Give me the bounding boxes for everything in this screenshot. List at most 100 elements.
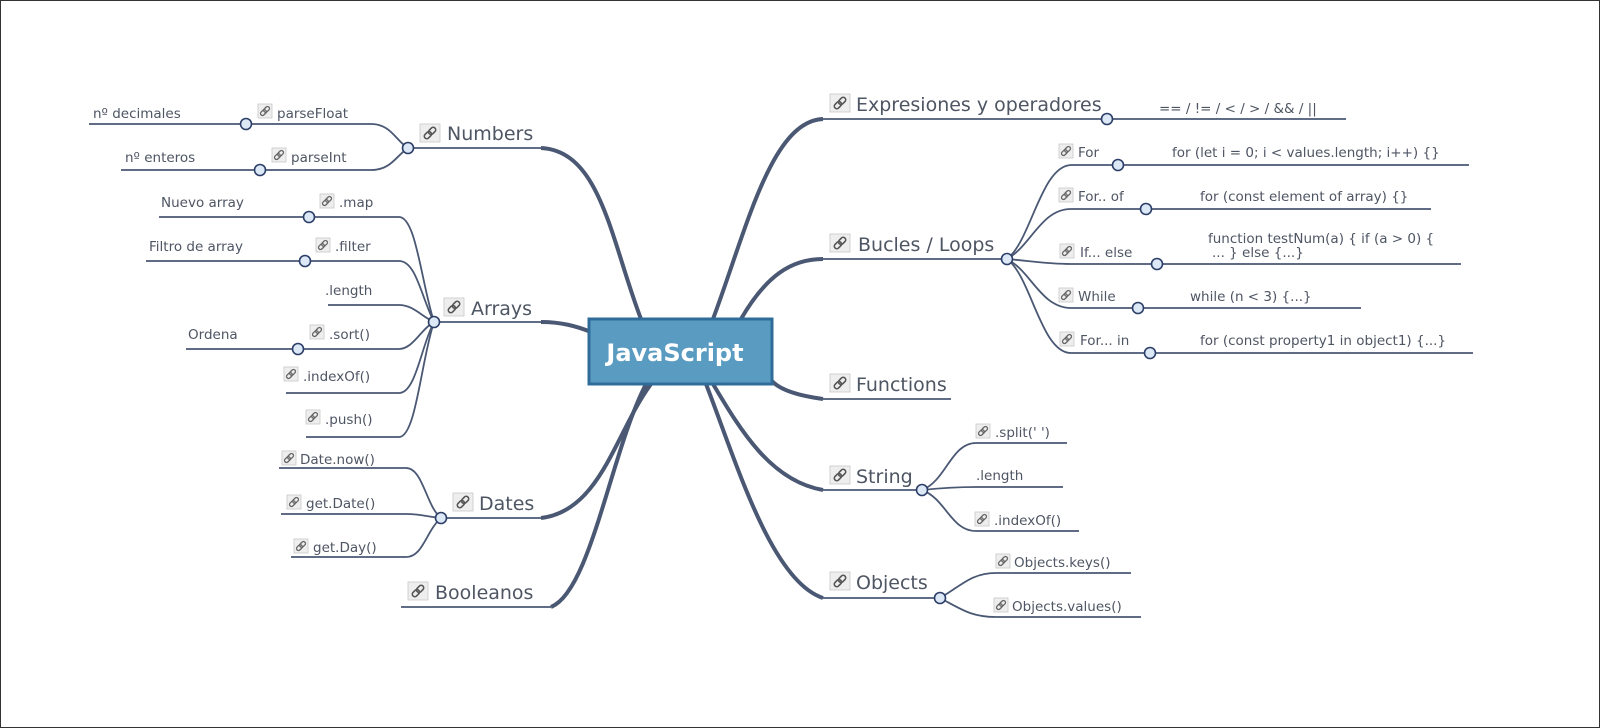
collapse-toggle[interactable] [1131,301,1145,315]
link-icon[interactable] [257,103,273,119]
link-icon[interactable] [1059,331,1075,347]
subtopic-indexof[interactable]: .indexOf() [303,369,370,385]
topic-dates[interactable]: Dates Date.now() get.Date() get.Day() [279,450,541,558]
main-branches [540,117,824,609]
collapse-toggle[interactable] [401,141,415,155]
note-ordena: Ordena [188,327,238,343]
link-icon[interactable] [315,237,331,253]
link-icon[interactable] [1058,287,1074,303]
collapse-toggle[interactable] [1150,257,1164,271]
topic-label: String [856,466,913,488]
link-icon[interactable] [995,553,1011,569]
topic-label: Booleanos [435,582,533,604]
subtopic-for-of[interactable]: For.. of [1078,189,1125,205]
link-icon[interactable] [271,147,287,163]
link-icon[interactable] [305,409,321,425]
subtopic-if-else[interactable]: If... else [1080,245,1132,261]
subtopic-date-now[interactable]: Date.now() [300,452,375,468]
subtopic-for[interactable]: For [1078,145,1100,161]
subtopic-map[interactable]: .map [339,195,373,211]
topic-label: Arrays [471,298,532,320]
link-icon[interactable] [452,492,474,512]
link-icon[interactable] [1058,143,1074,159]
code-snippet: for (let i = 0; i < values.length; i++) … [1172,145,1440,161]
topic-functions[interactable]: Functions [823,373,951,400]
subtopic-while[interactable]: While [1078,289,1116,305]
link-icon[interactable] [309,324,325,340]
subtopic-filter[interactable]: .filter [335,239,371,255]
code-snippet: function testNum(a) { if (a > 0) { [1208,231,1434,247]
code-snippet: ... } else {...} [1212,245,1304,261]
collapse-toggle[interactable] [239,117,253,131]
topic-label: Dates [479,493,534,515]
link-icon[interactable] [419,123,441,143]
topic-booleanos[interactable]: Booleanos [401,581,551,608]
link-icon[interactable] [829,93,851,113]
link-icon[interactable] [829,571,851,591]
topic-label: Numbers [447,123,533,145]
code-snippet: while (n < 3) {...} [1190,289,1312,305]
link-icon[interactable] [975,423,991,439]
subtopic-objects-keys[interactable]: Objects.keys() [1014,555,1111,571]
collapse-toggle[interactable] [434,511,448,525]
link-icon[interactable] [993,597,1009,613]
topic-expresiones[interactable]: Expresiones y operadores == / != / < / >… [823,93,1346,126]
collapse-toggle[interactable] [427,315,441,329]
collapse-toggle[interactable] [291,342,305,356]
subtopic-for-in[interactable]: For... in [1080,333,1129,349]
link-icon[interactable] [829,373,851,393]
central-topic[interactable]: JavaScript [587,317,774,386]
link-icon[interactable] [286,494,302,510]
collapse-toggle[interactable] [1000,252,1014,266]
collapse-toggle[interactable] [253,163,267,177]
link-icon[interactable] [293,538,309,554]
note-decimales: nº decimales [93,106,181,122]
subtopic-push[interactable]: .push() [325,412,373,428]
link-icon[interactable] [829,233,851,253]
subtopic-length[interactable]: .length [325,283,372,299]
operators-note: == / != / < / > / && / || [1159,101,1317,117]
note-nuevo-array: Nuevo array [161,195,244,211]
subtopic-get-day[interactable]: get.Day() [313,540,377,556]
collapse-toggle[interactable] [1100,112,1114,126]
collapse-toggle[interactable] [1111,158,1125,172]
topic-label: Bucles / Loops [858,234,994,256]
code-snippet: for (const element of array) {} [1200,189,1408,205]
link-icon[interactable] [829,465,851,485]
topic-arrays[interactable]: Arrays .map Nuevo array .filter Filtro d… [146,193,541,438]
collapse-toggle[interactable] [933,591,947,605]
link-icon[interactable] [281,450,297,466]
code-snippet: for (const property1 in object1) {...} [1200,333,1446,349]
subtopic-get-date[interactable]: get.Date() [306,496,375,512]
link-icon[interactable] [1058,187,1074,203]
link-icon[interactable] [407,581,429,601]
link-icon[interactable] [974,511,990,527]
subtopic-objects-values[interactable]: Objects.values() [1012,599,1122,615]
collapse-toggle[interactable] [1139,202,1153,216]
collapse-toggle[interactable] [915,483,929,497]
subtopic-parsefloat[interactable]: parseFloat [277,106,348,122]
subtopic-parseint[interactable]: parseInt [291,150,347,166]
subtopic-split[interactable]: .split(' ') [995,425,1050,441]
collapse-toggle[interactable] [1143,346,1157,360]
note-enteros: nº enteros [125,150,195,166]
link-icon[interactable] [319,193,335,209]
note-filtro: Filtro de array [149,239,243,255]
link-icon[interactable] [443,297,465,317]
link-icon[interactable] [283,366,299,382]
collapse-toggle[interactable] [302,210,316,224]
central-topic-title: JavaScript [604,339,743,367]
subtopic-length[interactable]: .length [976,468,1023,484]
collapse-toggle[interactable] [298,254,312,268]
topic-label: Objects [856,572,928,594]
link-icon[interactable] [1059,243,1075,259]
topic-loops[interactable]: Bucles / Loops For for (let i = 0; i < v… [823,143,1473,360]
topic-string[interactable]: String .split(' ') .length .indexOf() [823,423,1079,532]
subtopic-indexof[interactable]: .indexOf() [994,513,1061,529]
topic-label: Functions [856,374,947,396]
topic-numbers[interactable]: Numbers parseFloat nº decimales parseInt… [89,103,541,177]
subtopic-sort[interactable]: .sort() [329,327,370,343]
topic-objects[interactable]: Objects Objects.keys() Objects.values() [823,553,1141,618]
